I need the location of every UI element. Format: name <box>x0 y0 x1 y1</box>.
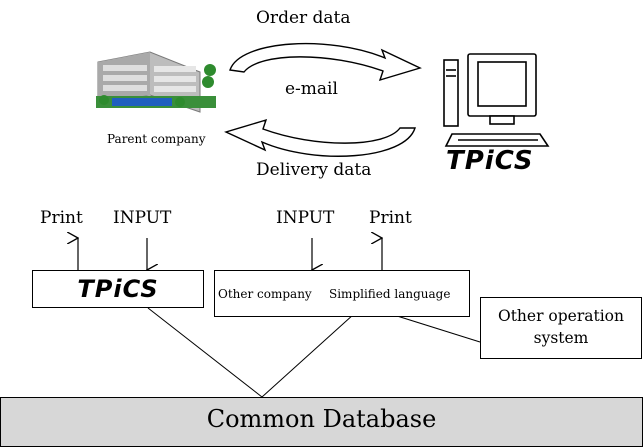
order-arrow <box>229 42 422 82</box>
order-data-label: Order data <box>256 8 351 28</box>
email-label: e-mail <box>285 79 338 99</box>
right-input-label: INPUT <box>276 208 335 228</box>
left-print-label: Print <box>40 208 83 228</box>
other-company-box: Other company Simplified language <box>214 270 470 317</box>
computer-icon <box>443 53 550 147</box>
tpics-box: TPiCS <box>32 270 204 308</box>
simplified-language-label: Simplified language <box>329 287 451 301</box>
left-input-label: INPUT <box>113 208 172 228</box>
other-ops-line2: system <box>533 329 589 347</box>
other-company-label: Other company <box>218 287 312 301</box>
parent-company-label: Parent company <box>107 132 206 146</box>
delivery-arrow <box>224 118 416 157</box>
other-ops-line1: Other operation <box>497 307 624 325</box>
tpics-db-line <box>147 307 263 398</box>
common-database-box: Common Database <box>0 397 643 447</box>
common-database-label: Common Database <box>206 405 437 433</box>
tpics-box-label: TPiCS <box>77 275 159 303</box>
building-icon <box>96 51 216 113</box>
delivery-data-label: Delivery data <box>256 160 372 180</box>
other-db-line <box>261 313 355 398</box>
tpics-logo-top: TPiCS <box>446 146 534 176</box>
other-operation-system-box: Other operation system <box>480 297 642 359</box>
right-print-label: Print <box>369 208 412 228</box>
